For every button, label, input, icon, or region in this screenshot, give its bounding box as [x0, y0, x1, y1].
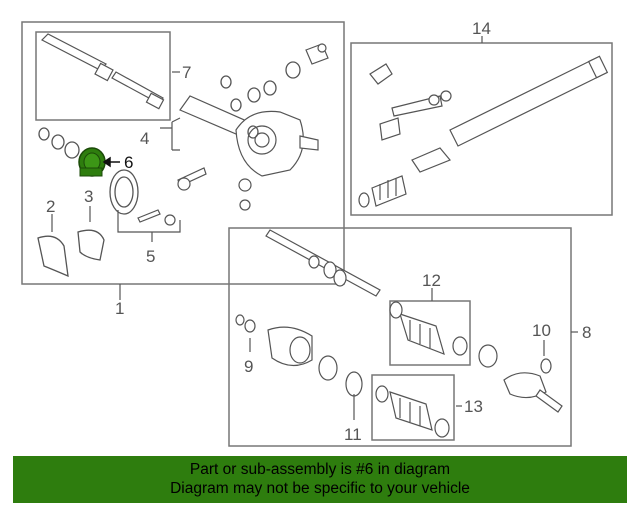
inner-shaft-box [35, 31, 171, 121]
part-6-highlighted [78, 147, 106, 177]
callout-2: 2 [46, 197, 55, 216]
washer-rings [220, 61, 301, 139]
ring-gear-drawing [109, 169, 139, 215]
axle-shaft-drawing [265, 229, 381, 297]
inner-boot-kit-box [371, 374, 455, 441]
callout-4: 4 [140, 129, 149, 148]
callout-6: 6 [124, 153, 133, 172]
leader-lines [51, 36, 578, 420]
callout-13: 13 [464, 397, 483, 416]
outer-boot-kit [389, 301, 468, 356]
callout-10: 10 [532, 321, 551, 340]
dust-shields [37, 229, 105, 278]
inner-boot-kit [375, 385, 450, 438]
callout-1: 1 [115, 299, 124, 318]
drive-shaft-drawing [358, 55, 609, 208]
callout-14: 14 [472, 19, 491, 38]
left-cv-joint [235, 314, 363, 397]
part-6-arrow [102, 156, 120, 168]
inner-shaft-drawing [40, 33, 165, 110]
drive-shaft-boot [371, 175, 407, 207]
callout-12: 12 [422, 271, 441, 290]
callout-8: 8 [582, 323, 591, 342]
left-washers [38, 127, 80, 159]
callout-5: 5 [146, 247, 155, 266]
front-axle-housing-drawing [179, 43, 329, 211]
right-cv-joint [478, 344, 563, 413]
front-axle-assembly-box [21, 21, 345, 285]
banner-line-1: Part or sub-assembly is #6 in diagram [189, 461, 451, 478]
callout-3: 3 [84, 187, 93, 206]
info-banner: Part or sub-assembly is #6 in diagram Di… [13, 456, 627, 503]
callout-9: 9 [244, 357, 253, 376]
outer-boot-kit-box [389, 300, 471, 366]
callout-11: 11 [344, 425, 362, 444]
callout-7: 7 [182, 63, 191, 82]
banner-line-2: Diagram may not be specific to your vehi… [170, 480, 470, 497]
pinion-parts [137, 167, 207, 226]
axle-shaft-box [228, 227, 572, 447]
